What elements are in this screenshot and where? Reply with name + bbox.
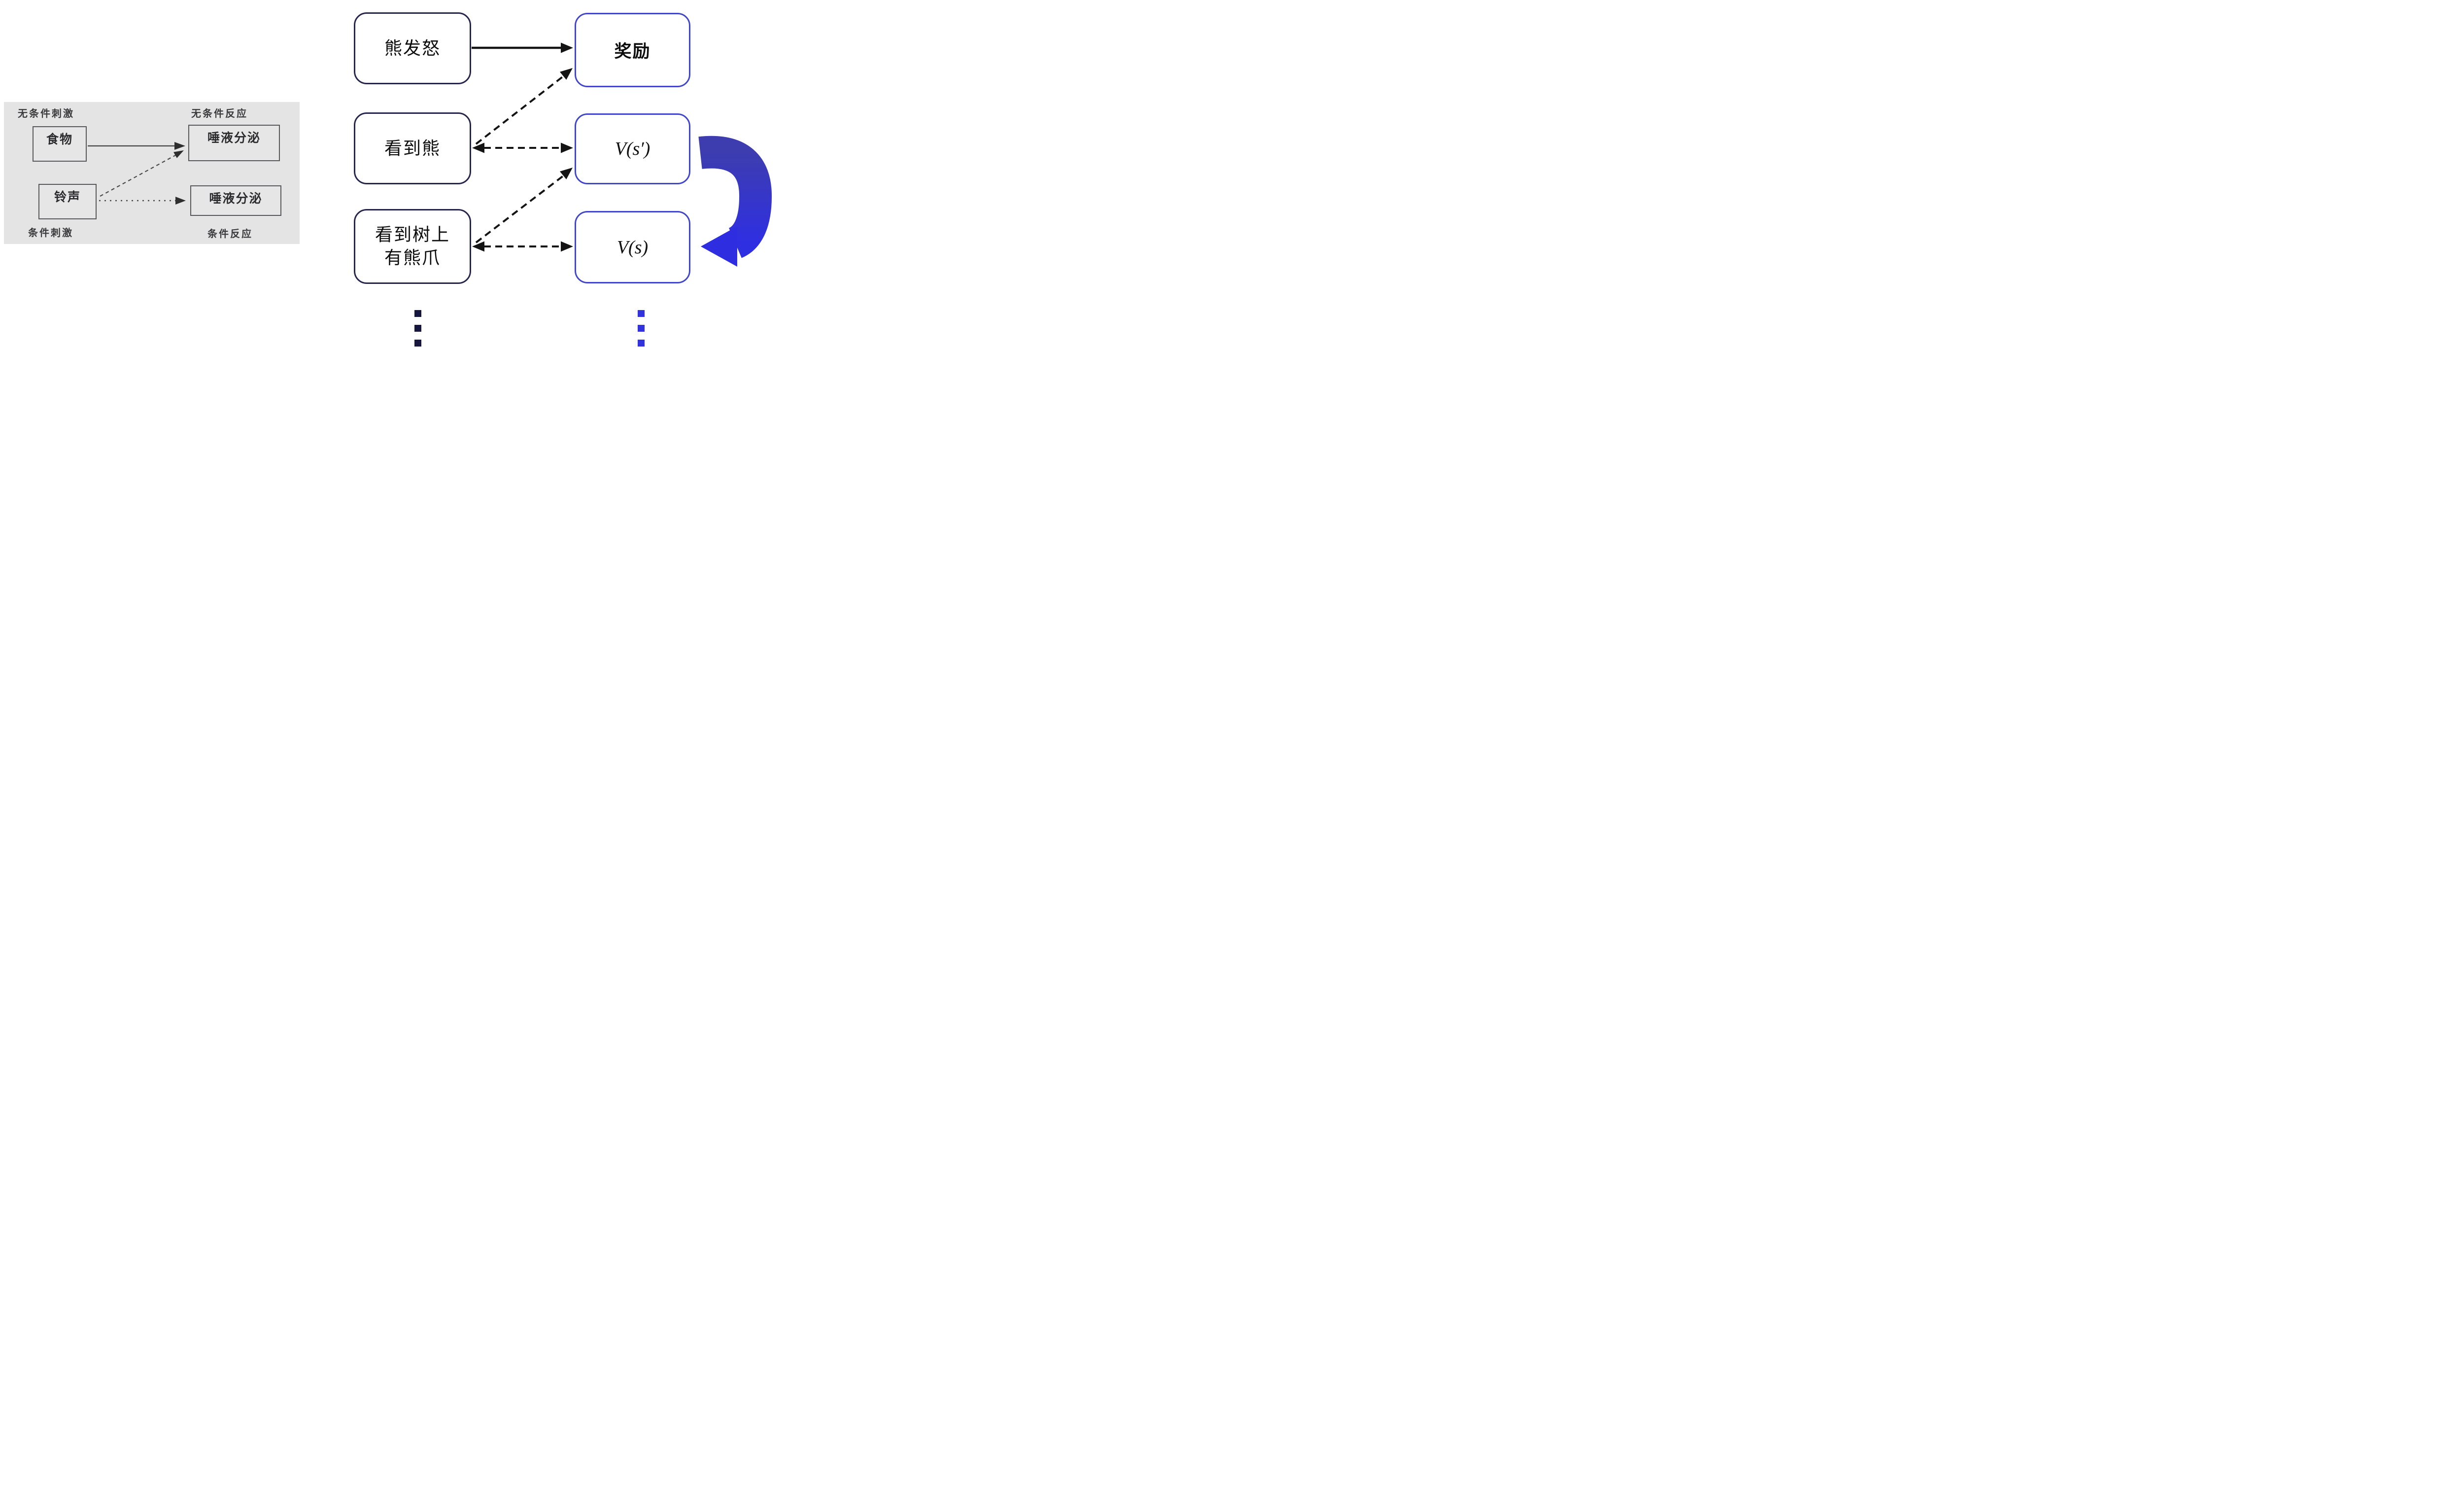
label-unconditioned-response: 无条件反应: [191, 108, 248, 119]
arrow-bell-to-salivation-bottom: [99, 197, 186, 205]
box-value-state: V(s): [575, 211, 690, 283]
box-salivation-unconditioned: 唾液分泌: [188, 125, 280, 161]
box-reward: 奖励: [575, 13, 690, 87]
arrow-food-to-salivation: [88, 142, 185, 150]
box-see-claw: 看到树上 有熊爪: [354, 209, 471, 284]
arrow-see-claw-value-state: [472, 241, 573, 252]
label-unconditioned-stimulus: 无条件刺激: [18, 108, 74, 119]
box-bear-anger-label: 熊发怒: [384, 37, 441, 58]
ellipsis-left-dot-1: [414, 310, 421, 317]
label-conditioned-response: 条件反应: [207, 229, 253, 240]
arrow-see-bear-value-next-state: [472, 142, 573, 153]
ellipsis-right-dot-3: [638, 340, 645, 347]
arrow-see-bear-to-reward: [475, 68, 573, 145]
box-bell: 铃声: [38, 184, 97, 219]
box-see-bear: 看到熊: [354, 112, 471, 184]
box-value-state-label: V(s): [616, 237, 649, 258]
ellipsis-left-dot-3: [414, 340, 421, 347]
label-conditioned-stimulus: 条件刺激: [28, 228, 73, 239]
arrow-bell-to-salivation-top: [100, 150, 184, 197]
box-value-next-state: V(s′): [575, 113, 690, 184]
box-value-next-state-label: V(s′): [615, 139, 650, 159]
box-see-claw-line2: 有熊爪: [384, 247, 441, 268]
box-salivation-conditioned: 唾液分泌: [190, 185, 281, 216]
connector-overlay: [88, 42, 772, 267]
box-reward-label: 奖励: [614, 42, 651, 61]
arrow-bear-anger-to-reward: [472, 42, 573, 53]
box-see-claw-label: 看到树上 有熊爪: [375, 223, 450, 270]
blue-cycle-arrow: [698, 136, 772, 267]
box-bear-anger: 熊发怒: [354, 12, 471, 84]
slide-canvas: 无条件刺激 无条件反应 条件刺激 条件反应 食物 唾液分泌 铃声 唾液分泌 熊发…: [0, 0, 773, 350]
box-see-claw-line1: 看到树上: [375, 224, 450, 245]
arrow-see-claw-to-value-next-state: [475, 168, 573, 244]
ellipsis-right-dot-1: [638, 310, 645, 317]
box-food: 食物: [33, 126, 87, 162]
ellipsis-right-dot-2: [638, 325, 645, 332]
box-see-bear-label: 看到熊: [384, 138, 441, 158]
ellipsis-left-dot-2: [414, 325, 421, 332]
